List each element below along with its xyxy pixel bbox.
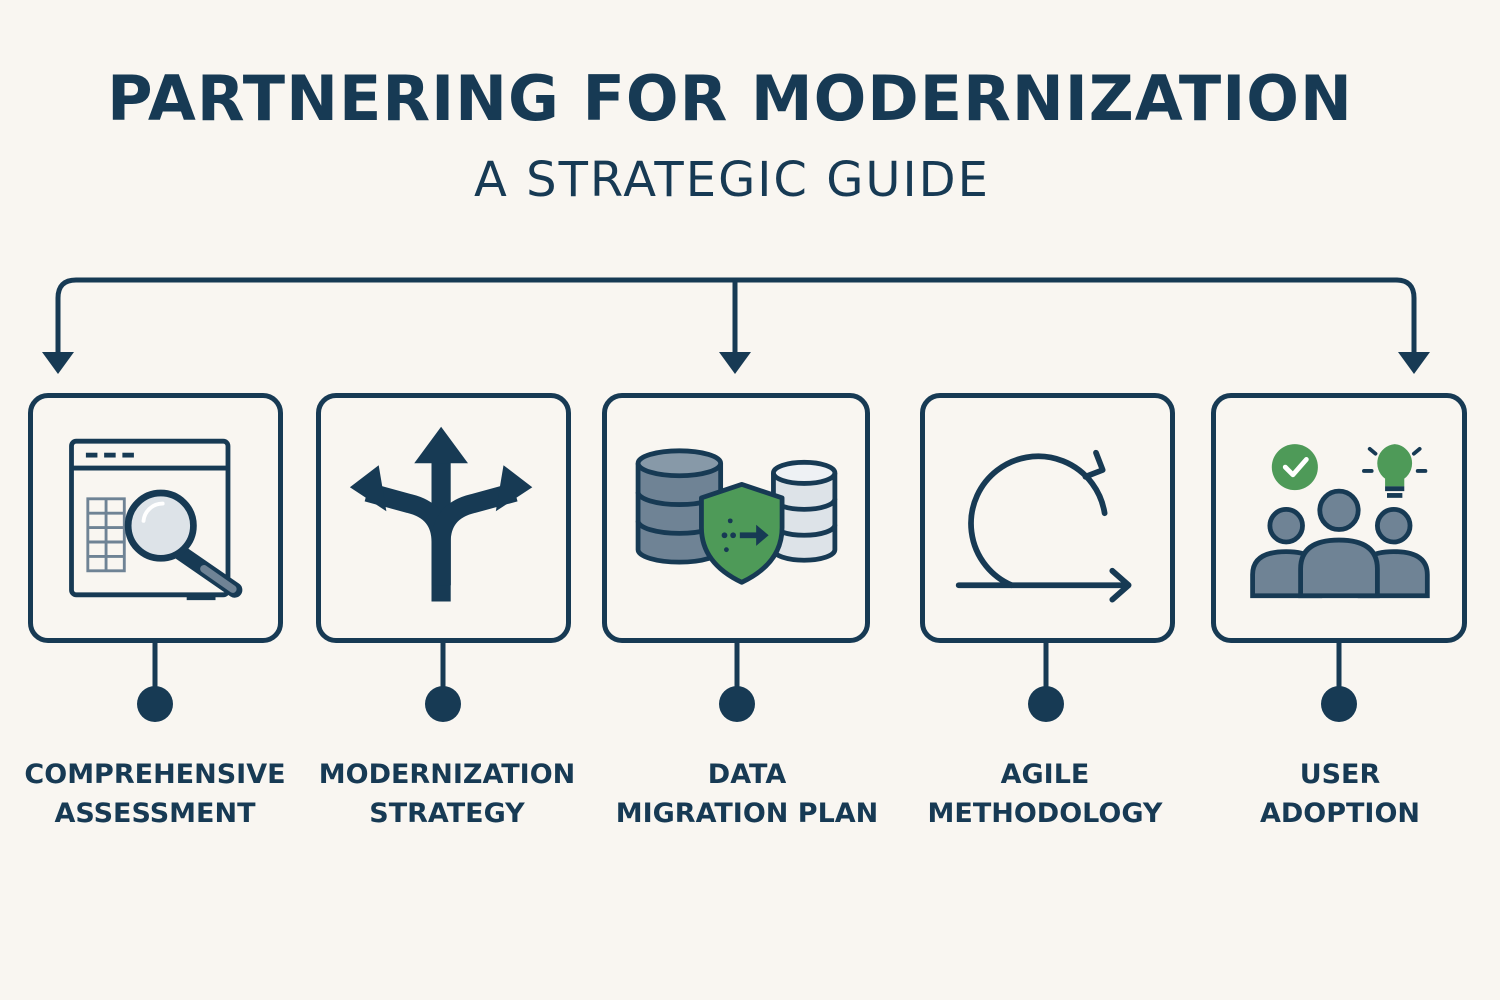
step-label-data-migration: DATA MIGRATION PLAN — [615, 759, 879, 829]
step-card-agile — [920, 393, 1175, 643]
node-dot-5 — [1321, 686, 1357, 722]
team-idea-icon — [1250, 444, 1430, 599]
cycle-arrow-icon — [955, 449, 1132, 603]
step-card-strategy — [316, 393, 571, 643]
arrowhead-center — [719, 352, 751, 374]
node-dot-1 — [137, 686, 173, 722]
step-label-agile: AGILE METHODOLOGY — [927, 759, 1163, 829]
node-dot-2 — [425, 686, 461, 722]
page-subtitle: A STRATEGIC GUIDE — [474, 152, 990, 208]
browser-magnifier-icon — [69, 438, 243, 601]
step-label-assessment: COMPREHENSIVE ASSESSMENT — [24, 759, 286, 829]
step-card-assessment — [28, 393, 283, 643]
node-dot-4 — [1028, 686, 1064, 722]
lightbulb-icon — [1362, 444, 1428, 498]
page-title: PARTNERING FOR MODERNIZATION — [107, 62, 1353, 135]
step-label-strategy: MODERNIZATION STRATEGY — [318, 759, 576, 829]
database-shield-icon — [635, 448, 838, 585]
step-label-user-adoption: USER ADOPTION — [1259, 759, 1421, 829]
node-dot-3 — [719, 686, 755, 722]
step-card-data-migration — [602, 393, 870, 643]
split-arrows-icon — [349, 426, 533, 602]
arrowhead-left — [42, 352, 74, 374]
arrowhead-right — [1398, 352, 1430, 374]
step-card-user-adoption — [1211, 393, 1467, 643]
